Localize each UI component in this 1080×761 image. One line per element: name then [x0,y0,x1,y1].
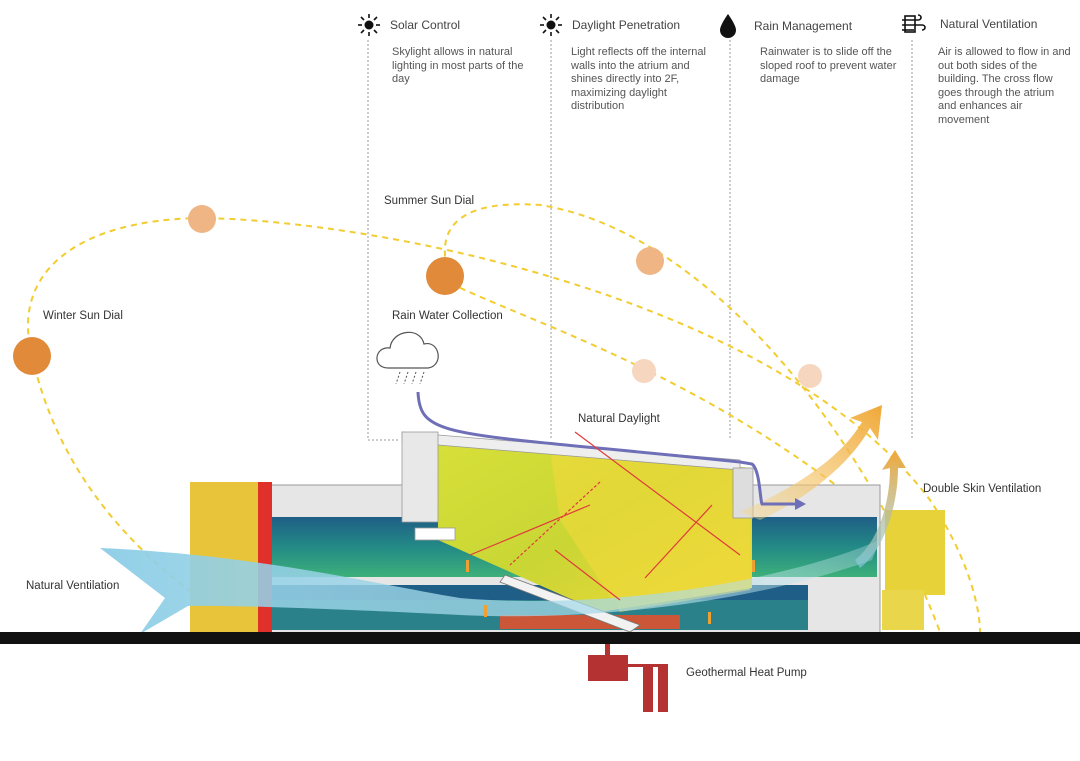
winter-sun-path-left [31,355,231,621]
legend-leader-lines [367,40,913,441]
sun-disc [188,205,216,233]
rain-water-collection-label: Rain Water Collection [392,310,503,322]
legend-solar-control: Solar Control [358,14,460,36]
winter-sun-dial-label: Winter Sun Dial [43,310,123,322]
sun-icon [540,14,562,36]
rain-arrowhead [795,498,806,510]
natural-ventilation-arrow [100,540,880,634]
raindrop-icon [720,14,736,38]
legend-description: Skylight allows in natural lighting in m… [392,46,524,85]
legend-description: Air is allowed to flow in and out both s… [938,46,1071,126]
sun-disc-summer [426,257,464,295]
double-skin-arrow [855,450,906,568]
legend-natural-ventilation: Natural Ventilation [900,14,1037,34]
sun-disc [636,247,664,275]
legend-description: Rainwater is to slide off the sloped roo… [760,46,897,85]
legend-title: Rain Management [754,19,853,33]
summer-sun-dial-label: Summer Sun Dial [384,195,475,207]
people-figures [466,560,755,624]
sun-disc [798,364,822,388]
summer-sun-path [27,216,981,633]
geothermal-heat-pump-icon [588,644,668,712]
legend-title: Natural Ventilation [940,17,1038,31]
wind-icon [902,14,926,33]
sun-disc-winter [13,337,51,375]
legend-title: Solar Control [390,18,461,32]
sun-path-lines [27,203,981,633]
sun-icon [358,14,380,36]
rain-cloud-icon [376,331,439,385]
daylight-arrows [469,431,741,601]
ground-line [0,632,1080,644]
sun-path-inner [439,277,881,521]
double-skin-ventilation-label: Double Skin Ventilation [923,483,1042,495]
sun-disc [632,359,656,383]
natural-daylight-label: Natural Daylight [578,413,660,425]
natural-ventilation-label: Natural Ventilation [26,580,120,592]
legend-daylight-penetration: Daylight Penetration [540,14,680,36]
exhaust-arrow [740,405,882,520]
legend-title: Daylight Penetration [572,18,681,32]
legend-rain-management: Rain Management [720,14,852,38]
legend-description: Light reflects off the internal walls in… [571,46,706,112]
summer-sun-path-high [444,203,941,633]
geothermal-heat-pump-label: Geothermal Heat Pump [686,667,807,679]
